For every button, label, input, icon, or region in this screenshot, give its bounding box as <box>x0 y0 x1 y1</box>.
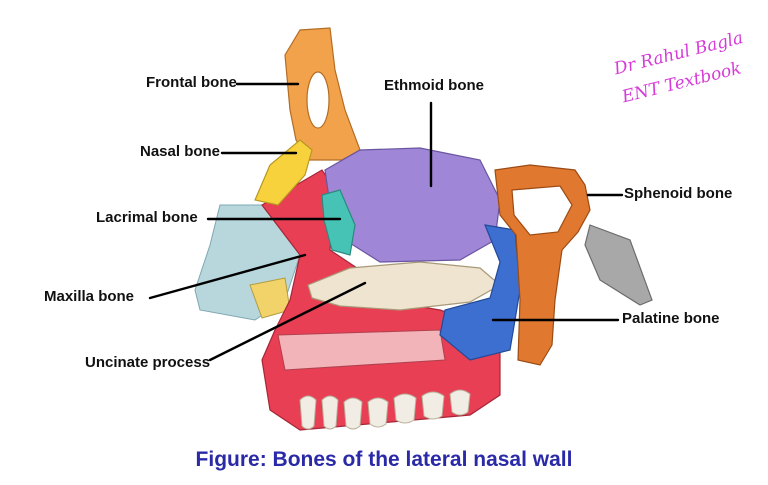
palate-strip-region <box>277 329 446 371</box>
figure-caption: Figure: Bones of the lateral nasal wall <box>195 448 573 471</box>
leader-uncinate <box>208 281 367 362</box>
nasal-bone-region <box>254 139 313 206</box>
teeth-region <box>299 389 471 430</box>
label-nasal-bone: Nasal bone <box>140 143 221 160</box>
label-sphenoid-bone: Sphenoid bone <box>624 185 733 202</box>
pterygoid-plate-region <box>584 224 653 306</box>
label-maxilla-bone: Maxilla bone <box>44 288 135 305</box>
label-palatine-bone: Palatine bone <box>622 310 720 327</box>
leader-maxilla <box>148 253 307 300</box>
frontal-sinus-region <box>306 71 330 129</box>
label-frontal-bone: Frontal bone <box>146 74 237 91</box>
label-ethmoid-bone: Ethmoid bone <box>384 77 484 94</box>
sphenoid-sinus-region <box>511 185 573 236</box>
label-uncinate-process: Uncinate process <box>85 354 211 371</box>
label-lacrimal-bone: Lacrimal bone <box>96 209 198 226</box>
leader-lines <box>148 82 624 362</box>
